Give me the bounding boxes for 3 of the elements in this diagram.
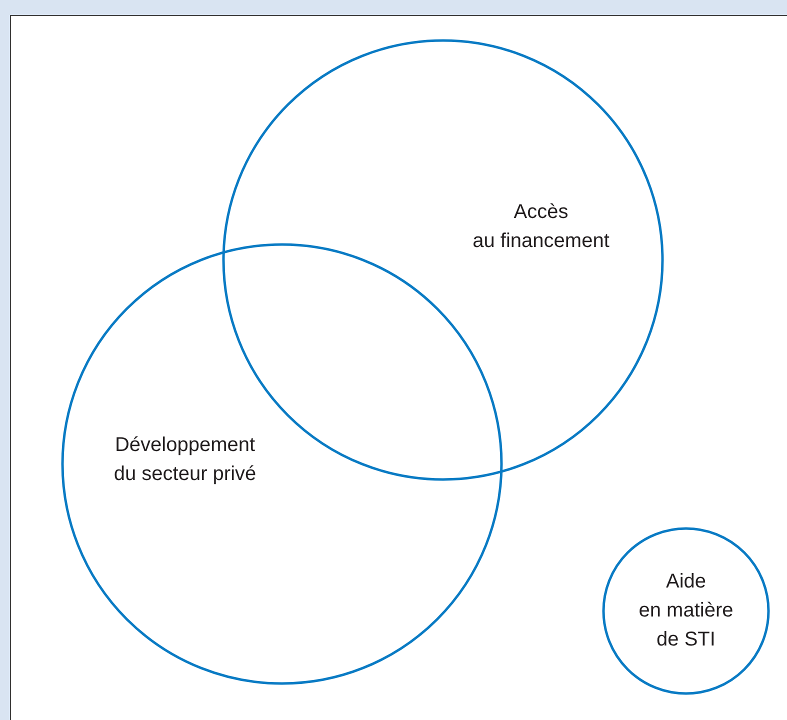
circle-label: Aide en matière de STI (638, 570, 734, 652)
circle-label: Accès au financement (472, 200, 610, 254)
circle-label: Développement du secteur privé (114, 433, 256, 487)
